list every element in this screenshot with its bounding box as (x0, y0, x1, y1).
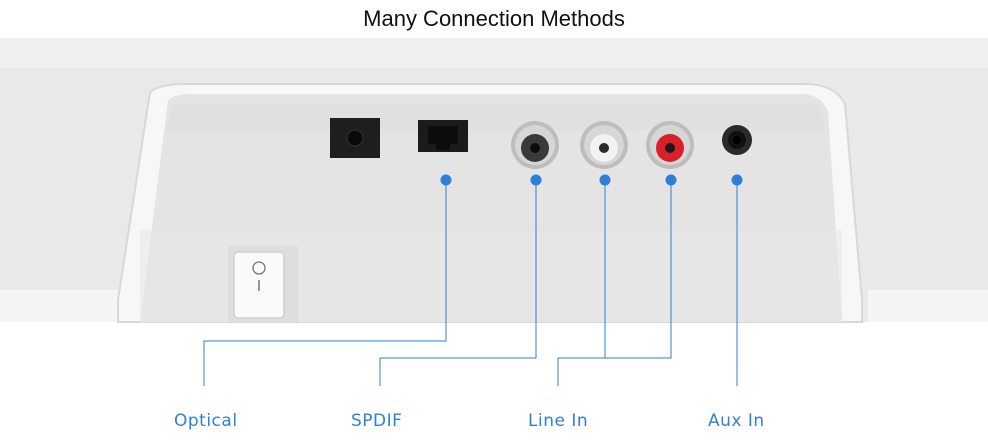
label-spdif: SPDIF (351, 411, 403, 431)
aux-port-icon (722, 125, 752, 155)
power-jack-icon (330, 118, 380, 158)
callout-dots (440, 174, 743, 186)
page-title: Many Connection Methods (363, 6, 625, 31)
label-line-in: Line In (528, 411, 589, 431)
label-optical: Optical (174, 411, 238, 431)
rca-white-port-icon (580, 121, 628, 169)
power-switch-icon (228, 246, 298, 322)
callout-lines (203, 180, 738, 386)
optical-port-icon (418, 120, 468, 152)
rca-black-port-icon (511, 121, 559, 169)
label-aux-in: Aux In (708, 411, 765, 431)
rca-red-port-icon (646, 121, 694, 169)
